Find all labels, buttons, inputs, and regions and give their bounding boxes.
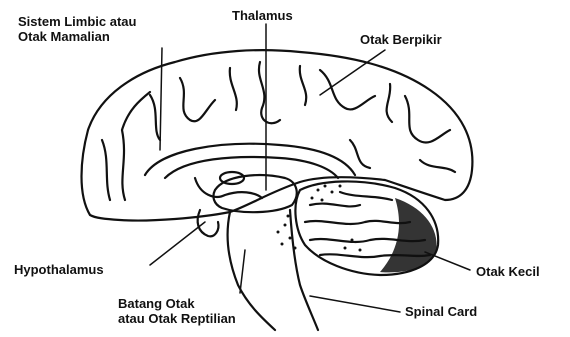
pointer-limbic: [160, 48, 162, 150]
label-brainstem-line1: Batang Otak: [118, 296, 236, 311]
brainstem-shape: [228, 210, 318, 330]
label-cerebellum: Otak Kecil: [476, 264, 540, 279]
label-brainstem: Batang Otak atau Otak Reptilian: [118, 296, 236, 326]
label-thalamus: Thalamus: [232, 8, 293, 23]
gyri-lines: [102, 62, 455, 200]
pointer-hypothalamus: [150, 222, 205, 265]
label-spinal-cord: Spinal Card: [405, 304, 477, 319]
label-limbic-line2: Otak Mamalian: [18, 29, 136, 44]
label-thinking-brain: Otak Berpikir: [360, 32, 442, 47]
label-limbic-line1: Sistem Limbic atau: [18, 14, 136, 29]
label-brainstem-line2: atau Otak Reptilian: [118, 311, 236, 326]
pointer-stem: [240, 250, 245, 293]
pointer-thinking: [320, 50, 385, 95]
label-limbic-system: Sistem Limbic atau Otak Mamalian: [18, 14, 136, 44]
pointer-spinal: [310, 296, 400, 312]
label-hypothalamus: Hypothalamus: [14, 262, 104, 277]
